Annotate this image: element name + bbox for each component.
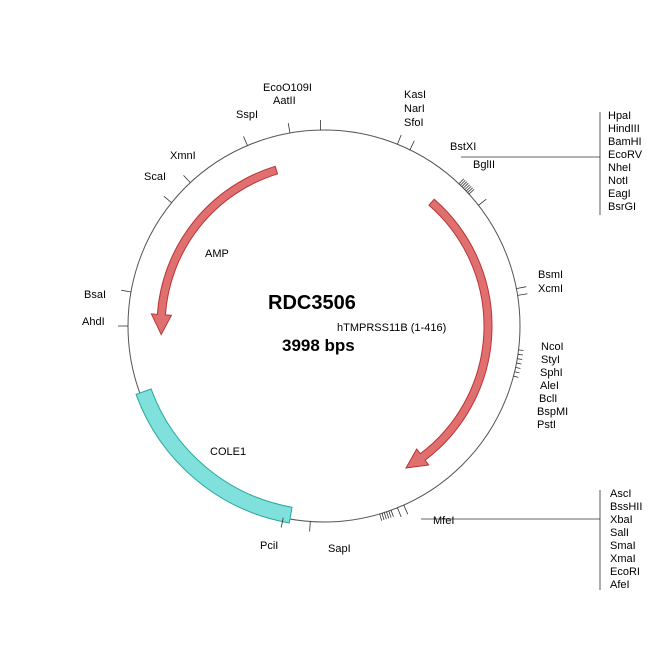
site-tick bbox=[458, 178, 465, 185]
site-tick bbox=[390, 510, 394, 517]
site-bsshii[interactable]: BssHII bbox=[610, 501, 642, 513]
site-sfoi[interactable]: SfoI bbox=[404, 117, 424, 129]
site-bspmi[interactable]: BspMI bbox=[537, 406, 568, 418]
site-tick bbox=[397, 134, 402, 145]
cluster-top-list: HpaI HindIII BamHI EcoRV NheI NotI EagI … bbox=[608, 110, 643, 213]
site-tick bbox=[287, 123, 291, 134]
site-tick bbox=[386, 511, 390, 519]
site-sali[interactable]: SalI bbox=[610, 527, 629, 539]
site-xmai[interactable]: XmaI bbox=[610, 553, 636, 565]
cluster-bottom-list: AscI BssHII XbaI SalI SmaI XmaI EcoRI Af… bbox=[610, 488, 642, 591]
cluster-right-list: NcoI StyI SphI AleI BclI BspMI PstI bbox=[537, 341, 568, 431]
site-xmni[interactable]: XmnI bbox=[170, 150, 196, 162]
site-tick bbox=[517, 293, 528, 296]
site-styi[interactable]: StyI bbox=[541, 354, 560, 366]
site-sspi[interactable]: SspI bbox=[236, 109, 258, 121]
site-asci[interactable]: AscI bbox=[610, 488, 631, 500]
site-tick bbox=[183, 175, 191, 183]
site-bstxi[interactable]: BstXI bbox=[450, 141, 476, 153]
site-tick bbox=[383, 512, 387, 520]
site-tick bbox=[468, 189, 475, 195]
feature-htmprss11b-arrow[interactable] bbox=[405, 198, 493, 469]
site-tick bbox=[381, 513, 385, 521]
site-tick bbox=[463, 182, 469, 189]
site-tick bbox=[478, 198, 487, 206]
site-smai[interactable]: SmaI bbox=[610, 540, 636, 552]
site-sphi[interactable]: SphI bbox=[540, 367, 563, 379]
site-tick bbox=[515, 367, 521, 369]
site-ticks bbox=[118, 112, 601, 590]
site-tick bbox=[403, 504, 409, 515]
site-bglii[interactable]: BglII bbox=[473, 159, 495, 171]
site-hindiii[interactable]: HindIII bbox=[608, 123, 640, 135]
site-aatii[interactable]: AatII bbox=[273, 95, 296, 107]
site-psti[interactable]: PstI bbox=[537, 419, 556, 431]
site-tick bbox=[461, 181, 468, 187]
site-tick bbox=[467, 187, 473, 193]
site-ecoo109i[interactable]: EcoO109I bbox=[263, 82, 312, 94]
site-afei[interactable]: AfeI bbox=[610, 579, 630, 591]
feature-label-amp: AMP bbox=[205, 248, 229, 260]
site-tick bbox=[518, 349, 524, 351]
site-bamhi[interactable]: BamHI bbox=[608, 136, 642, 148]
site-tick bbox=[397, 507, 402, 518]
site-ecori[interactable]: EcoRI bbox=[610, 566, 640, 578]
site-tick bbox=[309, 521, 311, 532]
site-tick bbox=[513, 375, 519, 378]
site-bcli[interactable]: BclI bbox=[539, 393, 557, 405]
site-tick bbox=[388, 510, 392, 518]
site-scai[interactable]: ScaI bbox=[144, 171, 166, 183]
site-tick bbox=[163, 196, 172, 203]
site-mfei[interactable]: MfeI bbox=[433, 515, 454, 527]
site-tick bbox=[516, 286, 527, 289]
site-bsai[interactable]: BsaI bbox=[84, 289, 106, 301]
plasmid-size: 3998 bps bbox=[282, 336, 355, 355]
site-eagi[interactable]: EagI bbox=[608, 188, 631, 200]
site-pcii[interactable]: PciI bbox=[260, 540, 278, 552]
site-ecorv[interactable]: EcoRV bbox=[608, 149, 643, 161]
site-xcmi[interactable]: XcmI bbox=[538, 283, 563, 295]
site-tick bbox=[280, 517, 284, 528]
site-tick bbox=[514, 371, 520, 374]
site-sapi[interactable]: SapI bbox=[328, 543, 351, 555]
site-alei[interactable]: AleI bbox=[540, 380, 559, 392]
site-tick bbox=[409, 140, 415, 151]
site-hpai[interactable]: HpaI bbox=[608, 110, 631, 122]
site-tick bbox=[517, 358, 523, 360]
site-ncoi[interactable]: NcoI bbox=[541, 341, 564, 353]
feature-label-cole1: COLE1 bbox=[210, 446, 246, 458]
feature-cole1[interactable] bbox=[135, 388, 293, 524]
site-tick bbox=[460, 179, 466, 186]
site-bsmi[interactable]: BsmI bbox=[538, 269, 563, 281]
site-noti[interactable]: NotI bbox=[608, 175, 628, 187]
site-tick bbox=[516, 362, 522, 365]
site-kasi[interactable]: KasI bbox=[404, 89, 426, 101]
site-tick bbox=[464, 184, 471, 190]
feature-amp-arrow[interactable] bbox=[150, 165, 279, 336]
site-tick bbox=[379, 513, 383, 521]
site-nari[interactable]: NarI bbox=[404, 103, 425, 115]
site-nhei[interactable]: NheI bbox=[608, 162, 631, 174]
site-xbai[interactable]: XbaI bbox=[610, 514, 633, 526]
site-tick bbox=[465, 185, 472, 192]
site-tick bbox=[121, 289, 132, 293]
site-tick bbox=[517, 353, 523, 356]
site-tick bbox=[243, 136, 248, 146]
site-ahdi[interactable]: AhdI bbox=[82, 316, 105, 328]
plasmid-name: RDC3506 bbox=[268, 292, 356, 314]
site-bsrgi[interactable]: BsrGI bbox=[608, 201, 636, 213]
feature-label-htmprss11b: hTMPRSS11B (1-416) bbox=[337, 322, 446, 334]
